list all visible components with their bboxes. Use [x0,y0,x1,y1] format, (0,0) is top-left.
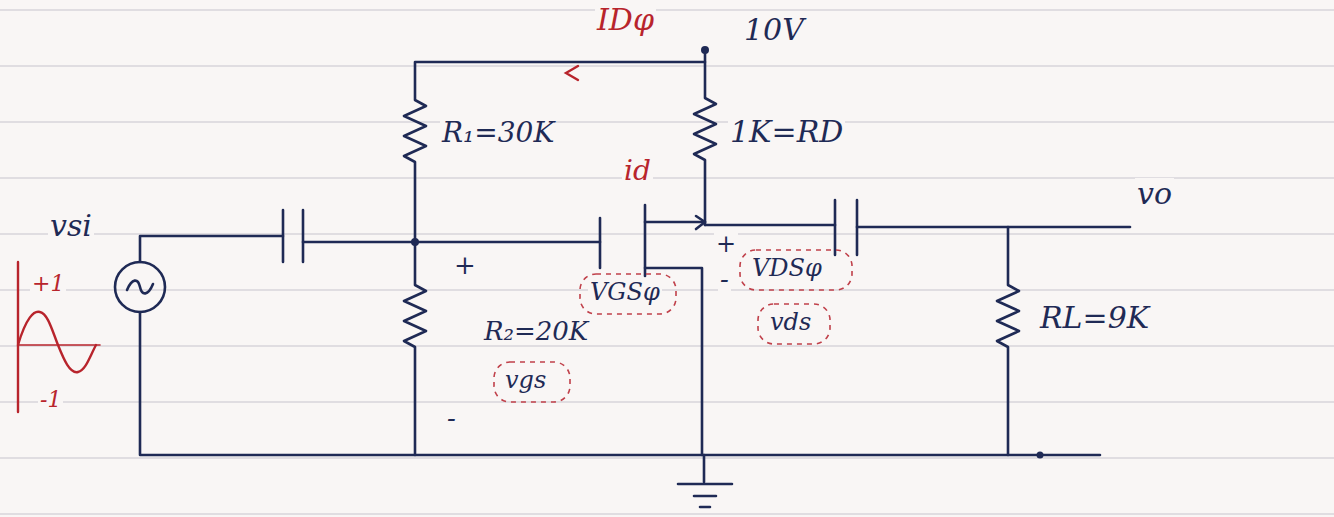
output-wire [857,226,1130,229]
wire [140,236,283,262]
polarity-sign: + [714,232,738,257]
output-label: vo [1135,178,1174,210]
input-capacitor [283,210,303,262]
paper-line [0,513,1334,515]
paper-line [0,65,1334,67]
gate-node [411,238,419,246]
dashed-outline [740,250,852,290]
voltage-label: VGSφ [588,280,662,305]
resistor-label: 1K=RD [728,116,845,148]
ground-symbol [678,455,732,507]
ac-source-tilde [127,281,153,294]
resistor-label: RL=9K [1038,302,1151,334]
r1-resistor [404,62,705,242]
paper-line [0,9,1334,11]
amplitude-label: -1 [38,388,63,411]
output-capacitor [835,200,857,255]
voltage-label: vds [768,310,813,335]
ac-source [115,262,165,312]
paper-lines [0,10,1334,514]
sine-wave [18,312,96,372]
current-arrow [566,66,578,80]
supply-node [701,46,709,54]
gate-wire [415,241,600,244]
polarity-sign: - [445,405,458,432]
dashed-outline [494,362,570,402]
paper-line [0,457,1334,459]
load-resistor [997,227,1019,455]
dashed-outline [758,304,830,344]
drain-arrow [696,216,705,229]
polarity-sign: + [452,252,478,279]
paper-line [0,289,1334,291]
resistor-label: R₁=30K [440,118,556,147]
voltage-label: VDSφ [750,256,824,281]
supply-label: 10V [742,14,806,46]
paper-line [0,121,1334,123]
ground-node [1037,452,1044,459]
polarity-sign: - [718,266,731,293]
paper-line [0,345,1334,347]
mosfet-channel [644,205,647,276]
voltage-label: vgs [503,368,548,393]
current-label: IDφ [595,4,656,36]
drain-resistor [694,50,716,225]
paper-line [0,233,1334,235]
source-label: vsi [48,210,94,242]
paper-line [0,177,1334,179]
ground-wire [140,312,1100,455]
amplitude-label: +1 [30,272,66,295]
r2-resistor [404,242,426,455]
wave-axis [17,262,19,412]
resistor-label: R₂=20K [482,318,590,345]
paper-line [0,401,1334,403]
wire [303,241,415,244]
dashed-outline [580,274,676,314]
mosfet-gate [599,218,602,268]
current-label: id [622,156,653,185]
wire [705,224,835,227]
drain-wire [645,221,705,224]
